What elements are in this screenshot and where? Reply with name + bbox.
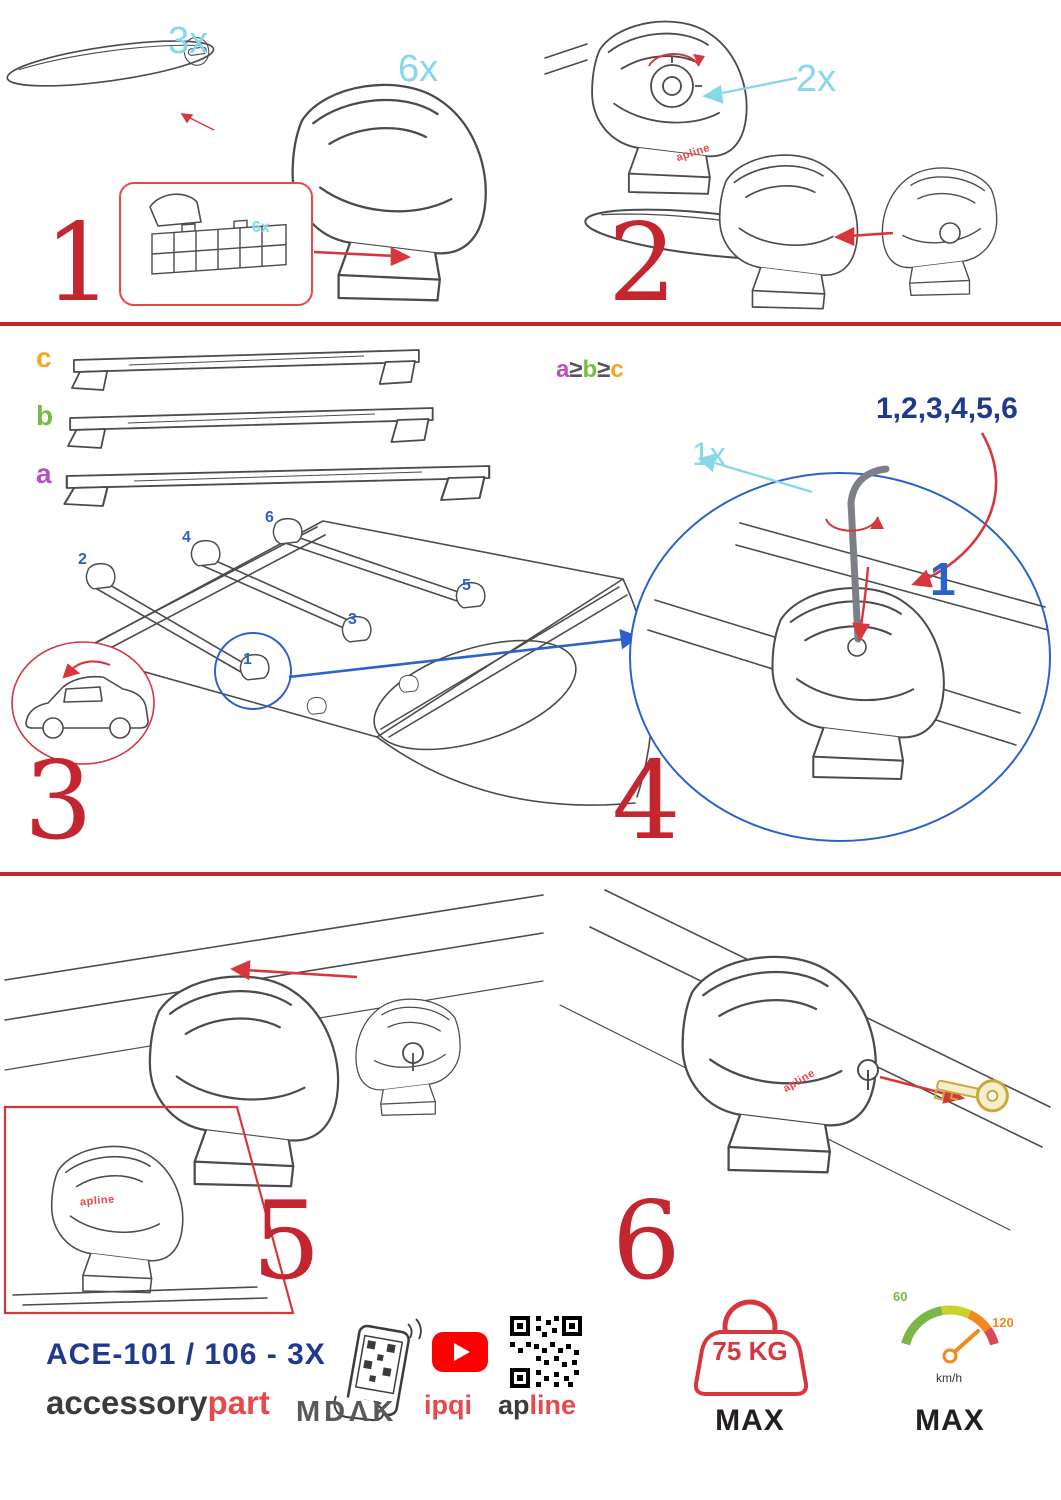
key-qty-arrow [697, 453, 813, 494]
speed-high-label: 120 [992, 1315, 1014, 1330]
step-number-2: 2 [608, 201, 677, 326]
key-drawing [933, 1079, 1009, 1113]
step5-illustration [3, 894, 544, 1315]
foot-lock-drawing [148, 975, 340, 1188]
bar-b-drawing [67, 407, 434, 449]
bar-label-b: b [36, 400, 54, 431]
formula-a: a [556, 356, 570, 383]
qty-bars-label: 3x [168, 20, 209, 62]
accessorypart-logo: accessorypart [46, 1386, 270, 1419]
sequence-start-number: 1 [930, 553, 956, 605]
allen-key-drawing [847, 465, 890, 643]
tighten-sequence: 1,2,3,4,5,6 [876, 392, 1018, 425]
step-number-3: 3 [24, 739, 93, 864]
bar-a-drawing [63, 464, 491, 508]
roof-rails [86, 526, 628, 738]
locked-state-box [3, 1105, 295, 1315]
keyhole [857, 1059, 879, 1090]
product-model: ACE-101 / 106 - 3X [46, 1338, 326, 1371]
step-number-6: 6 [612, 1179, 681, 1304]
bar-stub [544, 43, 588, 75]
position-5: 5 [462, 577, 471, 594]
step2-illustration [544, 20, 998, 310]
qty-key-label: 1x [692, 436, 726, 472]
bar-end-arrow [180, 113, 215, 131]
ipqi-logo: ipqi [424, 1390, 472, 1420]
step1-illustration [4, 31, 487, 306]
accessorypart-logo-part: part [207, 1384, 270, 1421]
roof-mounting-drawing [76, 517, 653, 806]
foot-keylock-drawing [681, 955, 877, 1174]
bar-label-c: c [36, 342, 52, 373]
bar-c-drawing [71, 349, 420, 391]
kettlebell-weight-icon [693, 1299, 809, 1396]
qty-pads-label: 6x [252, 219, 270, 236]
qty-knobs-label: 2x [796, 58, 837, 100]
qty-arrow-cyan [702, 76, 798, 104]
cover-insert-arrow [833, 226, 894, 246]
position-4: 4 [182, 529, 191, 546]
speed-low-label: 60 [893, 1289, 908, 1304]
speedometer-icon [901, 1305, 999, 1364]
formula-ge-2: ≥ [597, 356, 611, 383]
step-number-5: 5 [252, 1179, 321, 1304]
assembly-foot-drawing [718, 154, 859, 310]
sequence-arrow [911, 432, 998, 588]
detail-callout-box [119, 182, 313, 306]
speed-unit-label: km/h [936, 1371, 963, 1385]
rotation-arrow [825, 516, 884, 532]
car-thumbnail [11, 641, 155, 765]
crossbars-on-roof [96, 534, 474, 680]
tighten-arrow [852, 566, 870, 642]
section-divider-2 [0, 872, 1061, 876]
step-number-1: 1 [44, 201, 113, 326]
apline-logo-line: line [529, 1390, 577, 1420]
max-speed-label: MAX [915, 1404, 985, 1437]
phone-qr-icon [333, 1318, 422, 1422]
qty-feet-label: 6x [398, 48, 439, 90]
car-direction-arrow [62, 660, 111, 679]
knob-drawing [650, 56, 702, 108]
bar-label-a: a [36, 458, 52, 489]
apline-logo: apline [498, 1392, 576, 1419]
lock-insert-arrow [230, 959, 358, 981]
knob-rotation-arrow [648, 53, 705, 67]
step6-illustration [559, 889, 1051, 1231]
position-3: 3 [348, 611, 357, 628]
formula-b: b [582, 356, 598, 383]
accessorypart-logo-accessory: accessory [46, 1384, 208, 1421]
formula-ge-1: ≥ [569, 356, 583, 383]
youtube-icon [432, 1332, 488, 1372]
qr-code [510, 1316, 582, 1388]
step-number-4: 4 [612, 739, 681, 864]
signal-lines [407, 1318, 422, 1340]
lock-cover-drawing [355, 998, 461, 1116]
focus-circle [214, 632, 292, 710]
position-6: 6 [265, 509, 274, 526]
max-weight-value: 75 KG [712, 1336, 788, 1366]
car-silhouette [25, 675, 149, 739]
mdak-logo: MDΛK [296, 1396, 398, 1428]
max-weight-label: MAX [715, 1404, 785, 1437]
box-to-foot-arrow [313, 246, 412, 266]
hand-shape [333, 1395, 385, 1422]
bar-size-comparison [63, 349, 491, 508]
formula-c: c [610, 356, 624, 383]
zoom-arrow-blue [288, 629, 640, 679]
locked-foot-drawing [12, 1145, 268, 1306]
step4-illustration [629, 432, 1051, 842]
position-1: 1 [243, 651, 252, 668]
position-2: 2 [78, 551, 87, 568]
size-formula: a≥b≥c [556, 358, 624, 382]
cover-piece-drawing [881, 167, 998, 297]
foot-drawing [291, 83, 487, 302]
section-divider-1 [0, 322, 1061, 326]
apline-logo-ap: ap [498, 1390, 530, 1420]
